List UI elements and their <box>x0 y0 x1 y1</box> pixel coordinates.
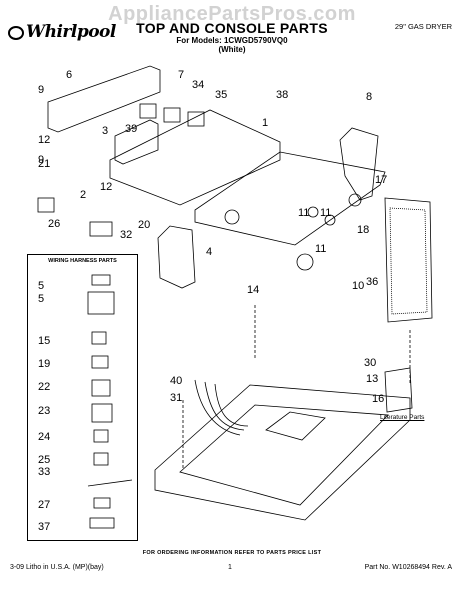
drawing-lines <box>37 65 433 529</box>
callout-24: 24 <box>38 431 50 443</box>
callout-12: 12 <box>100 181 112 193</box>
litho-note: 3-09 Litho in U.S.A. (MP)(bay) <box>10 564 104 571</box>
callout-37: 37 <box>38 521 50 533</box>
callout-25: 25 <box>38 454 50 466</box>
lint-opening <box>265 411 326 441</box>
callout-38: 38 <box>276 89 288 101</box>
top-panel-recess <box>179 404 389 506</box>
harness-wire-2 <box>204 381 245 431</box>
callout-5: 5 <box>38 293 44 305</box>
harness-part-22 <box>91 355 109 369</box>
literature-sheet <box>384 367 413 413</box>
callout-2: 2 <box>80 189 86 201</box>
callout-20: 20 <box>138 219 150 231</box>
callout-9: 9 <box>38 154 44 166</box>
callout-11: 11 <box>315 243 326 255</box>
end-cap-left <box>157 225 196 289</box>
callout-18: 18 <box>357 224 369 236</box>
ordering-info: FOR ORDERING INFORMATION REFER TO PARTS … <box>142 550 322 556</box>
harness-part-15 <box>87 291 115 315</box>
callout-16: 16 <box>372 393 384 405</box>
callout-10: 10 <box>352 280 364 292</box>
callout-17: 17 <box>375 174 387 186</box>
callout-13: 13 <box>366 373 378 385</box>
knob-opening <box>224 209 240 225</box>
callout-32: 32 <box>120 229 132 241</box>
brand-name: Whirlpool <box>26 22 116 42</box>
watermark: AppliancePartsPros.com <box>108 3 356 25</box>
callout-6: 6 <box>66 69 72 81</box>
callout-8: 8 <box>366 91 372 103</box>
console-rear-panel <box>47 65 161 133</box>
model-number: For Models: 1CWGD5790VQ0 <box>176 36 288 45</box>
harness-part-24 <box>91 403 113 423</box>
callout-33: 33 <box>38 466 50 478</box>
callout-3: 3 <box>102 125 108 137</box>
knob-11a <box>307 206 319 218</box>
callout-12: 12 <box>38 134 50 146</box>
control-module <box>114 119 159 165</box>
harness-part-37 <box>93 497 111 509</box>
console-front-panel <box>194 151 386 246</box>
product-category: 29" GAS DRYER <box>394 22 452 31</box>
harness-wire-1 <box>194 379 241 436</box>
connector-26 <box>37 197 55 213</box>
callout-30: 30 <box>364 357 376 369</box>
harness-part-23 <box>91 379 111 397</box>
top-panel <box>154 384 411 521</box>
knob-11b <box>324 214 336 226</box>
callout-4: 4 <box>206 246 212 258</box>
knob-17 <box>348 193 362 207</box>
harness-part-40 <box>89 517 115 529</box>
callout-34: 34 <box>192 79 204 91</box>
switch-2 <box>163 107 181 123</box>
harness-part-33 <box>93 452 109 466</box>
callout-7: 7 <box>178 69 184 81</box>
callout-19: 19 <box>38 358 50 370</box>
harness-part-27 <box>87 479 133 487</box>
brand-logo: Whirlpool <box>8 22 116 42</box>
lint-screen <box>384 197 433 323</box>
callout-39: 39 <box>125 123 137 135</box>
harness-wire-3 <box>214 383 249 427</box>
callout-9: 9 <box>38 84 44 96</box>
end-cap-right <box>339 127 379 201</box>
callout-15: 15 <box>38 335 50 347</box>
connector-32 <box>89 221 113 237</box>
switch-1 <box>139 103 157 119</box>
callout-21: 21 <box>38 158 50 170</box>
callout-27: 27 <box>38 499 50 511</box>
page-title: TOP AND CONSOLE PARTS <box>136 20 328 36</box>
callout-31: 31 <box>170 392 182 404</box>
callout-5: 5 <box>38 280 44 292</box>
callout-11: 11 <box>320 207 331 219</box>
callout-35: 35 <box>215 89 227 101</box>
harness-part-19 <box>91 331 107 345</box>
brand-swirl-icon <box>8 25 24 40</box>
callout-14: 14 <box>247 284 259 296</box>
literature-parts-label: Literature Parts <box>380 414 425 421</box>
callout-26: 26 <box>48 218 60 230</box>
wiring-harness-panel <box>27 254 138 541</box>
document-part-number: Part No. W10268494 Rev. A <box>364 564 452 571</box>
harness-part-5 <box>91 274 111 286</box>
page-number: 1 <box>228 564 232 571</box>
switch-3 <box>187 111 205 127</box>
callout-1: 1 <box>262 117 268 129</box>
callout-23: 23 <box>38 405 50 417</box>
wiring-harness-title: WIRING HARNESS PARTS <box>48 258 117 264</box>
callout-40: 40 <box>170 375 182 387</box>
callout-11: 11 <box>298 207 309 219</box>
lint-screen-mesh <box>389 207 428 315</box>
knob-36 <box>296 253 314 271</box>
callout-36: 36 <box>366 276 378 288</box>
model-variant: (White) <box>218 45 246 54</box>
callout-22: 22 <box>38 381 50 393</box>
harness-part-25 <box>93 429 109 443</box>
console-base <box>109 109 281 206</box>
